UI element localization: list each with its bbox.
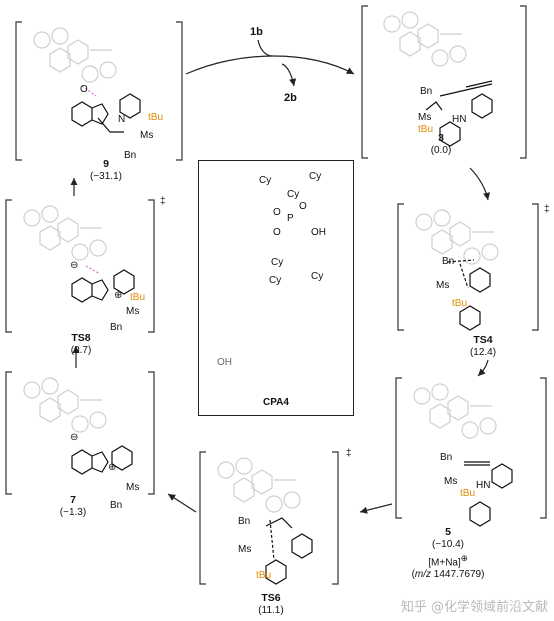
ts8-plus: ⊕ bbox=[114, 290, 123, 301]
ts8-minus: ⊖ bbox=[70, 260, 79, 271]
cpa4-cy-3: Cy bbox=[287, 189, 300, 200]
bracket-7 bbox=[5, 371, 155, 495]
molecule-ts8 bbox=[71, 265, 135, 303]
species-3-label: 3(0.0) bbox=[430, 132, 452, 156]
species-ts6-label: TS6(11.1) bbox=[258, 592, 284, 616]
molecule-ts6 bbox=[265, 517, 313, 585]
ts-mark-ts8: ‡ bbox=[160, 196, 166, 207]
mol3-bn: Bn bbox=[420, 86, 433, 97]
mol5-hn: HN bbox=[476, 480, 491, 491]
mol9-n: N bbox=[118, 114, 126, 125]
arrow-5-to-ts6 bbox=[359, 503, 393, 514]
mol3-hn: HN bbox=[452, 114, 467, 125]
cpa4-cy-1: Cy bbox=[259, 175, 272, 186]
bracket-ts8 bbox=[5, 199, 155, 333]
mol3-ms: Ms bbox=[418, 112, 432, 123]
cpa4-cy-6: Cy bbox=[311, 271, 324, 282]
mol9-ms: Ms bbox=[140, 130, 154, 141]
mol7-ms: Ms bbox=[126, 482, 140, 493]
ms-data-label: [M+Na]⊕ (m/z 1447.7679) bbox=[411, 553, 485, 581]
cpa4-oh: OH bbox=[311, 227, 326, 238]
molecule-ts4 bbox=[447, 259, 491, 331]
arrow-9-to-3 bbox=[185, 55, 355, 75]
watermark: 知乎 @化学领域前沿文献 bbox=[400, 600, 548, 615]
mol5-ms: Ms bbox=[444, 476, 458, 487]
cpa4-cy-2: Cy bbox=[309, 171, 322, 182]
species-5-label: 5(−10.4) bbox=[432, 526, 464, 550]
mol7-minus: ⊖ bbox=[70, 432, 79, 443]
arrow-ts4-to-5 bbox=[477, 359, 489, 377]
ts6-tbu: tBu bbox=[256, 570, 272, 581]
molecule-7 bbox=[71, 445, 133, 475]
bracket-ts6 bbox=[199, 451, 339, 585]
species-ts8-label: TS8(0.7) bbox=[70, 332, 92, 356]
cpa4-dbl-o: O bbox=[299, 201, 307, 212]
molecule-3 bbox=[425, 80, 493, 147]
ts4-tbu: tBu bbox=[452, 298, 468, 309]
bracket-3 bbox=[361, 5, 527, 159]
mol9-o: O bbox=[80, 84, 88, 95]
cpa4-p-atom: P bbox=[287, 213, 294, 224]
cpa4-cy-5: Cy bbox=[269, 275, 282, 286]
cpa4-box: CPA4 P OH O O O Cy Cy Cy Cy Cy Cy OH bbox=[198, 160, 354, 416]
cpa4-ghost-oh: OH bbox=[217, 357, 232, 368]
cpa4-o-upper: O bbox=[273, 207, 281, 218]
reagent-2b-label: 2b bbox=[284, 92, 297, 104]
mol9-bn: Bn bbox=[124, 150, 137, 161]
mol3-tbu: tBu bbox=[418, 124, 434, 135]
arrow-1b-in bbox=[257, 39, 273, 57]
ts4-ms: Ms bbox=[436, 280, 450, 291]
reagent-1b-label: 1b bbox=[250, 26, 263, 38]
ts8-tbu: tBu bbox=[130, 292, 146, 303]
bracket-5 bbox=[395, 377, 547, 519]
species-ts4-label: TS4(12.4) bbox=[469, 334, 497, 358]
ts6-bn: Bn bbox=[238, 516, 251, 527]
ts-mark-ts4: ‡ bbox=[544, 204, 550, 215]
molecule-5 bbox=[464, 461, 513, 527]
arrow-2b-out bbox=[281, 63, 297, 87]
cpa4-o-lower: O bbox=[273, 227, 281, 238]
ts-mark-ts6: ‡ bbox=[346, 448, 352, 459]
ts6-ms: Ms bbox=[238, 544, 252, 555]
ts8-ms: Ms bbox=[126, 306, 140, 317]
ts4-bn: Bn bbox=[442, 256, 455, 267]
cycle-arrows bbox=[70, 39, 491, 514]
mol7-bn: Bn bbox=[110, 500, 123, 511]
arrow-ts6-to-7 bbox=[167, 493, 197, 513]
bracket-9 bbox=[15, 21, 183, 161]
bracket-ts4 bbox=[397, 203, 539, 331]
cpa4-cy-4: Cy bbox=[271, 257, 284, 268]
mol7-plus: ⊕ bbox=[108, 462, 117, 473]
ts8-bn: Bn bbox=[110, 322, 123, 333]
mol5-tbu: tBu bbox=[460, 488, 476, 499]
molecule-9 bbox=[71, 85, 141, 133]
mol5-bn: Bn bbox=[440, 452, 453, 463]
species-9-label: 9(−31.1) bbox=[90, 158, 122, 182]
cpa4-name: CPA4 bbox=[263, 397, 289, 408]
species-7-label: 7(−1.3) bbox=[59, 494, 87, 518]
mol9-tbu: tBu bbox=[148, 112, 164, 123]
arrow-3-to-ts4 bbox=[469, 167, 491, 201]
